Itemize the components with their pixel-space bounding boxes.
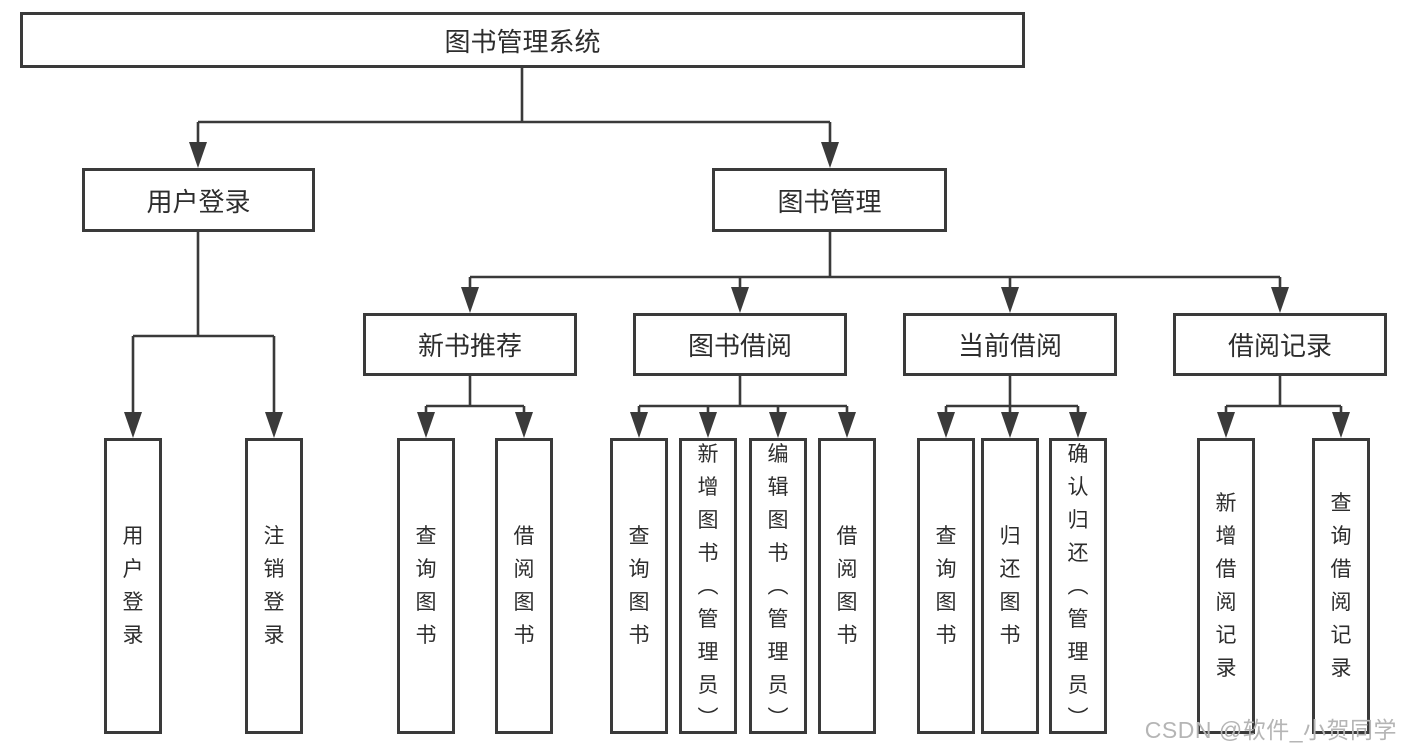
node-label: 查 询 图 书 [628,525,650,647]
leaf-confirm-return-admin: 确 认 归 还 ︵ 管 理 员 ︶ [1049,438,1107,734]
leaf-logout: 注 销 登 录 [245,438,303,734]
leaf-query-books-borrow: 查 询 图 书 [610,438,668,734]
arrowheads-new-rec-children [417,412,533,438]
arrowheads-book-borrow-children [630,412,856,438]
node-label: 图书管理系统 [444,26,601,57]
node-label: 图书管理 [777,186,882,217]
node-label: 确 认 归 还 ︵ 管 理 员 ︶ [1067,442,1089,730]
node-label: 借阅记录 [1227,331,1332,361]
leaf-add-book-admin: 新 增 图 书 ︵ 管 理 员 ︶ [679,438,737,734]
arrowheads-user-login-children [124,412,283,438]
leaf-borrow-books: 借 阅 图 书 [818,438,876,734]
leaf-user-login: 用 户 登 录 [104,438,162,734]
node-label: 编 辑 图 书 ︵ 管 理 员 ︶ [767,442,789,730]
node-label: 注 销 登 录 [263,525,285,647]
arrowheads-cur-borrow-children [937,412,1087,438]
node-label: 新书推荐 [417,331,522,361]
node-label: 用户登录 [146,186,251,217]
connector-user-login-children [131,232,276,432]
node-label: 用 户 登 录 [122,525,144,647]
arrowheads-records-children [1217,412,1350,438]
connector-records-children [1224,376,1343,432]
node-user-login: 用户登录 [82,168,315,232]
node-book-borrowing: 图书借阅 [633,313,847,376]
connector-root-to-level2 [196,68,832,162]
node-label: 归 还 图 书 [999,525,1021,647]
node-label: 新 增 图 书 ︵ 管 理 员 ︶ [697,442,719,730]
leaf-borrow-books-recommend: 借 阅 图 书 [495,438,553,734]
node-label: 当前借阅 [957,331,1062,361]
csdn-watermark: CSDN @软件_小贺同学 [1144,717,1397,743]
arrowheads-level2 [189,142,839,168]
connector-book-borrow-children [637,376,849,432]
node-current-borrowing: 当前借阅 [903,313,1117,376]
connector-new-rec-children [424,376,526,432]
node-new-book-recommendation: 新书推荐 [363,313,577,376]
leaf-query-borrow-record: 查 询 借 阅 记 录 [1312,438,1370,734]
leaf-return-book: 归 还 图 书 [981,438,1039,734]
arrowheads-level3 [461,287,1289,313]
node-label: 查 询 图 书 [935,525,957,647]
node-library-management-system: 图书管理系统 [20,12,1025,68]
leaf-query-books-current: 查 询 图 书 [917,438,975,734]
node-label: 借 阅 图 书 [513,525,535,647]
node-label: 查 询 图 书 [415,525,437,647]
leaf-edit-book-admin: 编 辑 图 书 ︵ 管 理 员 ︶ [749,438,807,734]
node-book-management: 图书管理 [712,168,947,232]
node-label: 借 阅 图 书 [836,525,858,647]
node-label: 新 增 借 阅 记 录 [1215,492,1237,680]
leaf-add-borrow-record: 新 增 借 阅 记 录 [1197,438,1255,734]
leaf-query-books-recommend: 查 询 图 书 [397,438,455,734]
connector-book-mgmt-to-level3 [468,232,1282,307]
node-label: 查 询 借 阅 记 录 [1330,492,1352,680]
node-borrowing-records: 借阅记录 [1173,313,1387,376]
node-label: 图书借阅 [687,331,792,361]
